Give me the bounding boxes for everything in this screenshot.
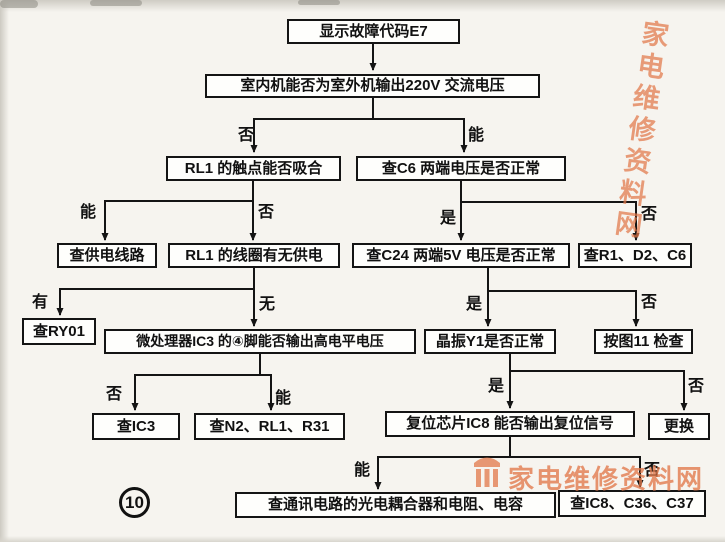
branch-label-no: 否 (644, 462, 661, 479)
branch-label-has: 有 (32, 294, 49, 311)
figure-number: 10 (119, 487, 150, 518)
branch-label-no: 否 (641, 206, 658, 223)
flow-node-rl1-coil-power: RL1 的线圈有无供电 (168, 243, 340, 268)
scan-edge-bottom (0, 536, 725, 542)
scan-edge-top (0, 0, 725, 12)
flow-node-fault-code: 显示故障代码E7 (287, 19, 460, 44)
branch-label-yes: 是 (466, 296, 483, 313)
branch-label-no: 否 (688, 378, 705, 395)
branch-label-none: 无 (259, 296, 276, 313)
scan-edge-left (0, 0, 9, 542)
flow-node-check-c6-voltage: 查C6 两端电压是否正常 (356, 156, 566, 181)
flow-node-indoor-220v-output: 室内机能否为室外机输出220V 交流电压 (205, 74, 540, 98)
flow-node-check-comm-circuit: 查通讯电路的光电耦合器和电阻、电容 (235, 492, 556, 518)
branch-label-yes: 能 (354, 462, 371, 479)
flow-node-check-ry01: 查RY01 (22, 318, 96, 345)
branch-label-no: 否 (641, 294, 658, 311)
flow-node-ic3-pin4-output: 微处理器IC3 的④脚能否输出高电平电压 (104, 329, 416, 354)
flow-node-check-r1-d2-c6: 查R1、D2、C6 (578, 243, 692, 268)
flow-node-check-ic8-c36-c37: 查IC8、C36、C37 (558, 490, 706, 517)
branch-label-yes: 能 (80, 204, 97, 221)
branch-label-yes: 是 (440, 210, 457, 227)
flow-node-crystal-y1: 晶振Y1是否正常 (424, 329, 556, 354)
flow-node-check-n2-rl1-r31: 查N2、RL1、R31 (194, 413, 345, 440)
scan-artifact (298, 0, 340, 5)
branch-label-no: 否 (106, 386, 123, 403)
flow-node-rl1-contact: RL1 的触点能否吸合 (166, 156, 341, 181)
scan-artifact (0, 0, 38, 8)
flow-node-check-fig11: 按图11 检查 (594, 329, 693, 354)
scan-artifact (90, 0, 142, 6)
flow-node-reset-chip-ic8: 复位芯片IC8 能否输出复位信号 (385, 411, 635, 437)
flow-node-replace: 更换 (648, 413, 710, 440)
flow-node-check-power-line: 查供电线路 (57, 243, 157, 268)
flow-node-check-ic3: 查IC3 (92, 413, 180, 440)
flow-node-check-c24-5v: 查C24 两端5V 电压是否正常 (352, 243, 570, 268)
branch-label-no: 否 (258, 204, 275, 221)
branch-label-yes: 是 (488, 378, 505, 395)
branch-label-yes: 能 (275, 390, 292, 407)
branch-label-no: 否 (238, 127, 255, 144)
watermark-logo-icon (472, 456, 502, 495)
branch-label-yes: 能 (468, 127, 485, 144)
